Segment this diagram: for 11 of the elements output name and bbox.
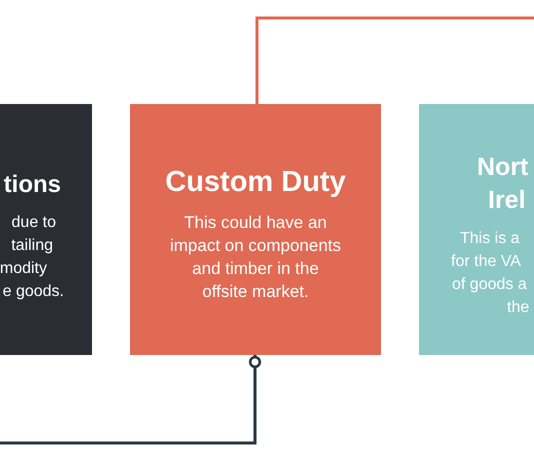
- info-card: [0, 104, 92, 355]
- card-text: due to tailing modity e goods.: [0, 213, 64, 302]
- card-text: This is a for the VA of goods a the: [451, 229, 530, 318]
- connector-line: [256, 16, 534, 104]
- info-card: [419, 104, 534, 355]
- card-heading: tions: [4, 170, 61, 200]
- connector-line: [0, 355, 262, 444]
- card-heading: Custom Duty: [165, 165, 346, 199]
- card-heading: Nort Irel: [477, 152, 528, 216]
- info-card: [130, 104, 381, 355]
- card-text: This could have an impact on components and timber in the offsite market.: [170, 212, 342, 303]
